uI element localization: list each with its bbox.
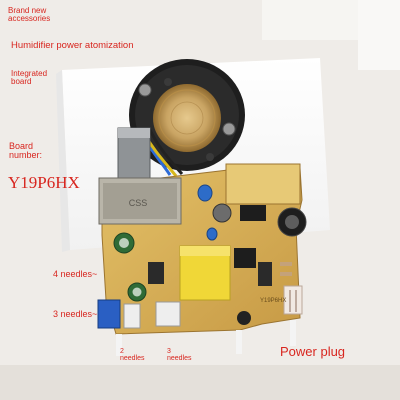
pcb-top-section <box>225 163 301 205</box>
label-power-plug: Power plug <box>280 344 346 359</box>
table-surface <box>0 365 400 400</box>
resistor <box>280 272 292 276</box>
white-box-side <box>56 70 70 252</box>
label-two-needles-line2: needles <box>120 355 145 363</box>
wire-black <box>148 129 184 175</box>
label-brand-new: Brand new accessories <box>8 6 51 24</box>
capacitor-blue <box>197 184 213 202</box>
screw <box>222 122 236 136</box>
support-leg <box>116 334 122 356</box>
connector-3-needle <box>155 301 181 327</box>
label-four-needles: 4 needles~ <box>53 269 98 279</box>
capacitor-grey <box>212 203 232 223</box>
support-leg <box>236 330 242 354</box>
ic-chip <box>234 248 256 268</box>
support-leg <box>290 320 296 346</box>
silkscreen-code: Y19P6HX <box>260 298 286 304</box>
power-plug-connector <box>283 285 303 315</box>
label-brand-new-line2: accessories <box>8 14 51 24</box>
corner-panel <box>358 0 400 70</box>
connector-4-needle <box>97 299 121 329</box>
label-three-needles-bottom-line1: 3 <box>167 348 171 355</box>
label-two-needles-line1: 2 <box>120 348 124 355</box>
label-humidifier: Humidifier power atomization <box>11 40 134 51</box>
connector-2-needle <box>123 303 141 329</box>
label-integrated-line1: Integrated <box>11 69 48 78</box>
screw <box>138 83 152 97</box>
transistor <box>148 262 164 284</box>
transistor <box>258 262 272 286</box>
capacitor-blue <box>206 227 218 241</box>
label-board-code: Y19P6HX <box>8 173 80 192</box>
resistor <box>280 262 292 266</box>
capacitor-small <box>237 311 251 325</box>
atomizer-disc <box>153 84 221 152</box>
label-board-number-line1: Board <box>9 141 34 151</box>
label-integrated-line2: board <box>11 77 32 87</box>
label-three-needles-left: 3 needles~ <box>53 309 98 319</box>
label-two-needles: 2 needles <box>120 348 145 363</box>
label-board-number: Board number: <box>9 141 43 161</box>
label-three-needles-bottom: 3 needles <box>167 348 192 363</box>
ic-chip <box>240 205 266 221</box>
label-brand-new-line1: Brand new <box>8 6 47 15</box>
label-three-needles-bottom-line2: needles <box>167 355 192 363</box>
label-integrated-board: Integrated board <box>11 69 48 87</box>
label-board-number-line2: number: <box>9 150 43 161</box>
relay-label: CSS <box>129 198 148 208</box>
